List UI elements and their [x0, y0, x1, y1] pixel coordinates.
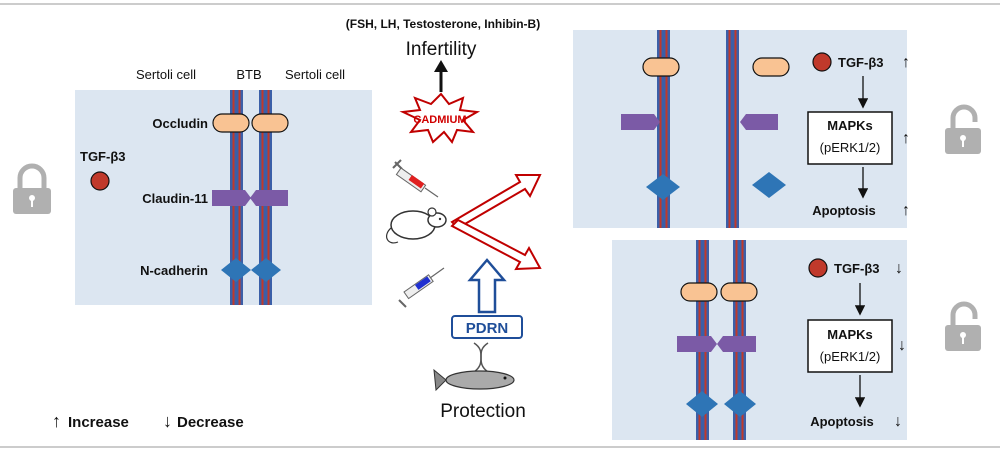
occludin-left — [212, 113, 250, 133]
occludin-rt-right — [752, 57, 790, 77]
apoptosis-rb-label: Apoptosis — [810, 414, 874, 429]
ncadherin-left — [221, 258, 251, 282]
occludin-rb-left — [680, 282, 718, 302]
sertoli-cell-left-label: Sertoli cell — [136, 67, 196, 82]
legend-decrease-label: Decrease — [177, 414, 244, 431]
hormones-label: (FSH, LH, Testosterone, Inhibin-B) — [346, 17, 540, 31]
claudin-rt-left — [621, 114, 660, 130]
mapks-rt-label: MAPKs — [827, 118, 873, 133]
tgf-rt-up-arrow-icon: ↑ — [902, 54, 910, 71]
mapks-rb-label: MAPKs — [827, 327, 873, 342]
cadmium-burst — [399, 92, 481, 144]
unlock-icon-bottom — [945, 301, 981, 351]
btb-label: BTB — [236, 67, 261, 82]
tgf-rb-down-arrow-icon: ↓ — [895, 260, 903, 277]
syringe-blue-icon — [398, 267, 445, 308]
tgf-rb-label: TGF-β3 — [834, 261, 880, 276]
ncadherin-label: N-cadherin — [140, 263, 208, 278]
syringe-red-icon — [392, 159, 439, 198]
apoptosis-rt-label: Apoptosis — [812, 203, 876, 218]
membrane-rt-2 — [726, 30, 739, 228]
pdrn-up-arrow — [467, 258, 507, 314]
claudin-rt-right — [740, 114, 778, 130]
infertility-label: Infertility — [406, 39, 477, 60]
claudin-rb-right — [717, 336, 756, 352]
mapks-rt-up-arrow-icon: ↑ — [902, 130, 910, 147]
decrease-arrow-icon: ↓ — [163, 411, 172, 431]
perk-rt-label: (pERK1/2) — [820, 140, 881, 155]
increase-arrow-icon: ↑ — [52, 411, 61, 431]
claudin-left — [212, 190, 251, 206]
fish-icon — [433, 368, 515, 392]
protection-label: Protection — [440, 401, 526, 422]
tgf-rt-dot — [812, 52, 832, 72]
occludin-rt-left — [642, 57, 680, 77]
occludin-rb-right — [720, 282, 758, 302]
branch-arrow — [450, 174, 542, 271]
ncadherin-rb-right — [724, 391, 756, 417]
apoptosis-rt-up-arrow-icon: ↑ — [902, 202, 910, 219]
mapks-rt-box — [807, 111, 893, 165]
pdrn-label: PDRN — [466, 320, 509, 337]
lock-icon — [13, 163, 51, 214]
perk-rb-label: (pERK1/2) — [820, 349, 881, 364]
tgf-left-label: TGF-β3 — [80, 149, 126, 164]
mouse-icon — [386, 207, 447, 244]
claudin-label: Claudin-11 — [142, 191, 208, 206]
tgf-left-dot — [90, 171, 110, 191]
ncadherin-rb-left — [686, 391, 718, 417]
ncadherin-rt-right — [752, 172, 786, 198]
mapks-rb-down-arrow-icon: ↓ — [898, 337, 906, 354]
ncadherin-right — [251, 258, 281, 282]
tgf-rt-label: TGF-β3 — [838, 55, 884, 70]
unlock-icon-top — [945, 104, 981, 154]
claudin-right — [250, 190, 288, 206]
occludin-label: Occludin — [152, 116, 208, 131]
dna-icon — [473, 342, 489, 373]
infertility-arrow — [434, 60, 448, 92]
mapks-rb-box — [807, 319, 893, 373]
ncadherin-rt-left — [646, 174, 680, 200]
legend-increase-label: Increase — [68, 414, 129, 431]
claudin-rb-left — [677, 336, 717, 352]
pdrn-box — [451, 315, 523, 339]
apoptosis-rb-down-arrow-icon: ↓ — [894, 413, 902, 430]
sertoli-cell-right-label: Sertoli cell — [285, 67, 345, 82]
tgf-rb-dot — [808, 258, 828, 278]
occludin-right — [251, 113, 289, 133]
cadmium-label: CADMIUM — [413, 114, 466, 126]
